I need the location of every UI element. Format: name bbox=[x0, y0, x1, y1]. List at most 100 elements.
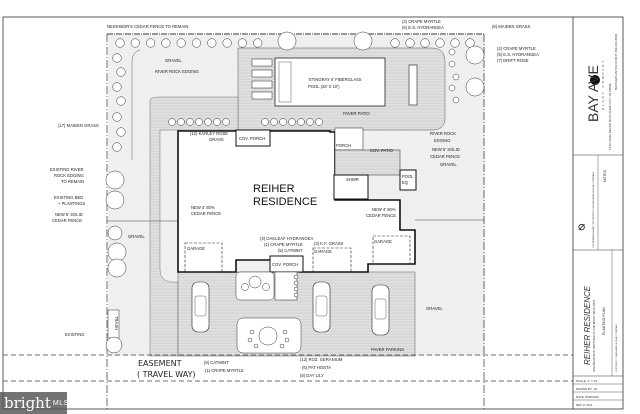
karley-rose-grass-symbol bbox=[195, 118, 203, 126]
sheet-title: PLANTING PLAN bbox=[602, 307, 606, 335]
maiden-grass-symbol bbox=[450, 38, 460, 48]
label-travel-way: ( TRAVEL WAY) bbox=[137, 370, 196, 379]
label: TRASH bbox=[114, 316, 119, 330]
cov-patio bbox=[334, 149, 401, 176]
drift-rose-symbol bbox=[448, 60, 456, 68]
label: EXISTING BED bbox=[54, 195, 83, 200]
maiden-grass-symbol bbox=[115, 38, 125, 48]
kf-grass-symbol bbox=[293, 280, 299, 286]
car-outline bbox=[371, 284, 390, 336]
maiden-grass-symbol bbox=[191, 38, 202, 48]
cov-porch-top bbox=[235, 129, 271, 147]
label: NEW 5' SOLID bbox=[432, 147, 460, 152]
maiden-grass-symbol bbox=[420, 38, 430, 48]
maiden-grass-symbol bbox=[112, 142, 122, 152]
karley-rose-grass-symbol bbox=[297, 118, 305, 126]
maiden-grass-symbol bbox=[237, 38, 247, 48]
label: EXISTING bbox=[65, 332, 85, 337]
label: (9) CATMINT bbox=[204, 360, 229, 365]
kf-grass-symbol bbox=[293, 274, 299, 280]
plant-symbols bbox=[105, 31, 485, 354]
label: CEDAR FENCE bbox=[430, 154, 460, 159]
maiden-grass-symbol bbox=[161, 38, 171, 48]
label: PORCH bbox=[336, 143, 351, 148]
geranium-symbol bbox=[247, 337, 253, 343]
front-bed-plant-symbol bbox=[262, 283, 270, 291]
maiden-grass-symbol bbox=[116, 67, 126, 77]
karley-rose-grass-symbol bbox=[306, 118, 314, 126]
label: (5) E.S. HYDRANGEA bbox=[497, 52, 539, 57]
label: POOL (26' X 10') bbox=[308, 84, 340, 89]
label: COV. PATIO bbox=[370, 148, 394, 153]
crape-myrtle-symbol bbox=[353, 31, 373, 51]
garage-left bbox=[184, 242, 223, 273]
karley-rose-grass-symbol bbox=[288, 118, 296, 126]
label: ROCK EDGING bbox=[54, 173, 84, 178]
plan-labels: NEIGHBOR'S CEDAR FENCE TO REMAIN GRAVEL … bbox=[50, 19, 539, 379]
label: SHWR bbox=[346, 177, 359, 182]
maiden-grass-symbol bbox=[116, 127, 126, 137]
company-contact: BAYAVEPLANTCO.COM P. 609-361-8000 bbox=[614, 34, 618, 90]
drift-rose-symbol bbox=[448, 84, 456, 92]
label: GRAVEL bbox=[440, 162, 457, 167]
karley-rose-grass-symbol bbox=[315, 118, 323, 126]
geranium-symbol bbox=[249, 329, 255, 335]
karley-rose-grass-symbol bbox=[186, 118, 194, 126]
shower bbox=[333, 174, 369, 200]
lounge-chair bbox=[251, 91, 273, 100]
lounge-chairs bbox=[251, 58, 273, 100]
label: GRASS bbox=[209, 137, 224, 142]
house-name-line1: REIHER bbox=[253, 183, 295, 195]
disclaimer: THE DRAWINGS ARE THE PROPERTY OF BAY AVE… bbox=[592, 171, 595, 248]
geranium-symbol bbox=[279, 343, 285, 349]
watermark-brand: bright bbox=[4, 394, 51, 412]
house-outline bbox=[177, 130, 416, 273]
car-outline bbox=[191, 281, 210, 333]
car-outline bbox=[312, 281, 331, 333]
house-name-line2: RESIDENCE bbox=[253, 196, 317, 208]
karley-rose-grass-symbol bbox=[279, 118, 287, 126]
existing-shrub-symbol bbox=[105, 170, 125, 190]
sheet-frame bbox=[2, 16, 624, 410]
label: (8) MAIDEN GRASS bbox=[492, 24, 531, 29]
maiden-grass-symbol bbox=[390, 38, 400, 48]
label: (1) CRAPE MYRTLE bbox=[205, 368, 244, 373]
label: NEW 4' 50% bbox=[191, 205, 215, 210]
label-neighbor-fence: NEIGHBOR'S CEDAR FENCE TO REMAIN bbox=[107, 24, 188, 29]
drift-rose-symbol bbox=[448, 48, 456, 56]
existing-shrub-symbol bbox=[107, 242, 127, 262]
crape-myrtle-symbol bbox=[465, 45, 485, 65]
lounge-chair bbox=[251, 69, 273, 78]
maiden-grass-symbol bbox=[207, 38, 217, 48]
maiden-grass-symbol bbox=[222, 38, 232, 48]
karley-rose-grass-symbol bbox=[177, 118, 185, 126]
maiden-grass-symbol bbox=[146, 38, 156, 48]
project-address: LONG BEACH BLVD. NORTH BEACH, LONG BEACH… bbox=[593, 299, 596, 372]
label: (12) KARLEY ROSE bbox=[190, 131, 228, 136]
label: PAVER PARKING bbox=[371, 347, 404, 352]
car-roof bbox=[374, 298, 387, 320]
scale: SCALE: 1" = 10' bbox=[576, 379, 598, 383]
existing-shrub-symbol bbox=[107, 225, 123, 241]
existing-shrub-symbol bbox=[105, 190, 125, 210]
existing-shrub-symbol bbox=[107, 258, 127, 278]
front-bed-plant-symbol bbox=[248, 275, 262, 289]
pool bbox=[274, 57, 386, 107]
label: + PLANTINGS bbox=[58, 201, 86, 206]
kf-grass-symbol bbox=[293, 292, 299, 298]
label: RIVER ROCK bbox=[430, 131, 456, 136]
label-easement: EASEMENT bbox=[138, 359, 182, 368]
label: EQ bbox=[402, 180, 409, 185]
title-block: BAY AVE PLANT COMPANY 1418 LONG BEACH BL… bbox=[573, 34, 623, 407]
maiden-grass-symbol bbox=[435, 38, 445, 48]
label: POOL bbox=[402, 174, 414, 179]
company-logo-icon bbox=[590, 75, 600, 85]
date: DATE: 8/00/2020 bbox=[576, 395, 599, 399]
label: (17) MAIDEN GRASS bbox=[58, 123, 99, 128]
front-steps bbox=[274, 271, 298, 301]
pool-steps bbox=[278, 61, 292, 103]
drift-rose-symbol bbox=[452, 96, 460, 104]
lounge-chair bbox=[251, 80, 273, 89]
label: CEDAR FENCE bbox=[366, 213, 396, 218]
label: (6) PAT HOSTA bbox=[302, 365, 331, 370]
